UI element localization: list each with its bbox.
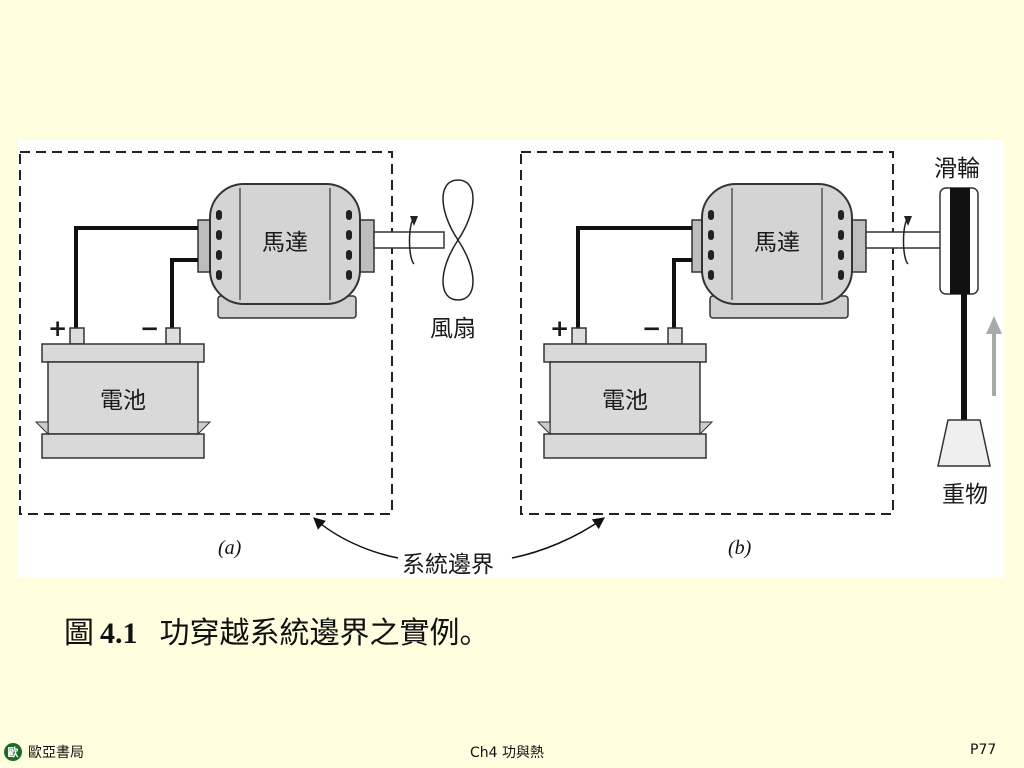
weight-label: 重物 (942, 482, 988, 508)
figure-panel: 馬達 電池 + − 風扇 (a) (18, 140, 1004, 578)
footer-chapter: Ch4 功與熱 (470, 745, 545, 761)
pulley-label: 滑輪 (934, 156, 980, 182)
battery-b: 電池 + − (536, 316, 714, 459)
panel-a-label: (a) (218, 537, 242, 559)
system-a: 馬達 電池 + − 風扇 (a) (19, 151, 476, 559)
motor-a: 馬達 (197, 183, 375, 319)
battery-a: 電池 + − (34, 316, 212, 459)
publisher-name: 歐亞書局 (28, 745, 84, 761)
footer-publisher: 歐 歐亞書局 (4, 742, 84, 762)
weight (937, 419, 991, 467)
system-boundary-a (19, 151, 393, 515)
caption-number: 4.1 (100, 617, 138, 650)
minus-terminal-b: − (642, 316, 661, 342)
publisher-logo-icon: 歐 (4, 743, 22, 761)
battery-label-b: 電池 (602, 388, 648, 414)
caption-prefix: 圖 (64, 616, 94, 651)
fan-a: 風扇 (373, 179, 476, 342)
plus-terminal-a: + (48, 316, 67, 342)
system-boundary-b (520, 151, 894, 515)
work-boundary-diagram: 馬達 電池 + − 風扇 (a) (19, 151, 1002, 578)
plus-terminal-b: + (550, 316, 569, 342)
boundary-callout: 系統邊界 (313, 517, 605, 578)
wires-b (576, 226, 692, 330)
panel-b-label: (b) (728, 537, 752, 559)
minus-terminal-a: − (140, 316, 159, 342)
wires-a (74, 226, 198, 330)
system-b: 馬達 電池 + − 滑輪 (520, 151, 1002, 559)
motor-label-a: 馬達 (262, 230, 308, 256)
footer-page-number: P77 (970, 742, 997, 758)
fan-label: 風扇 (430, 316, 476, 342)
pulley-system: 滑輪 重物 (865, 156, 1002, 508)
battery-label-a: 電池 (100, 388, 146, 414)
caption-text: 功穿越系統邊界之實例。 (159, 616, 490, 651)
boundary-label: 系統邊界 (402, 552, 494, 578)
motor-b: 馬達 (691, 183, 867, 319)
motor-label-b: 馬達 (754, 230, 800, 256)
